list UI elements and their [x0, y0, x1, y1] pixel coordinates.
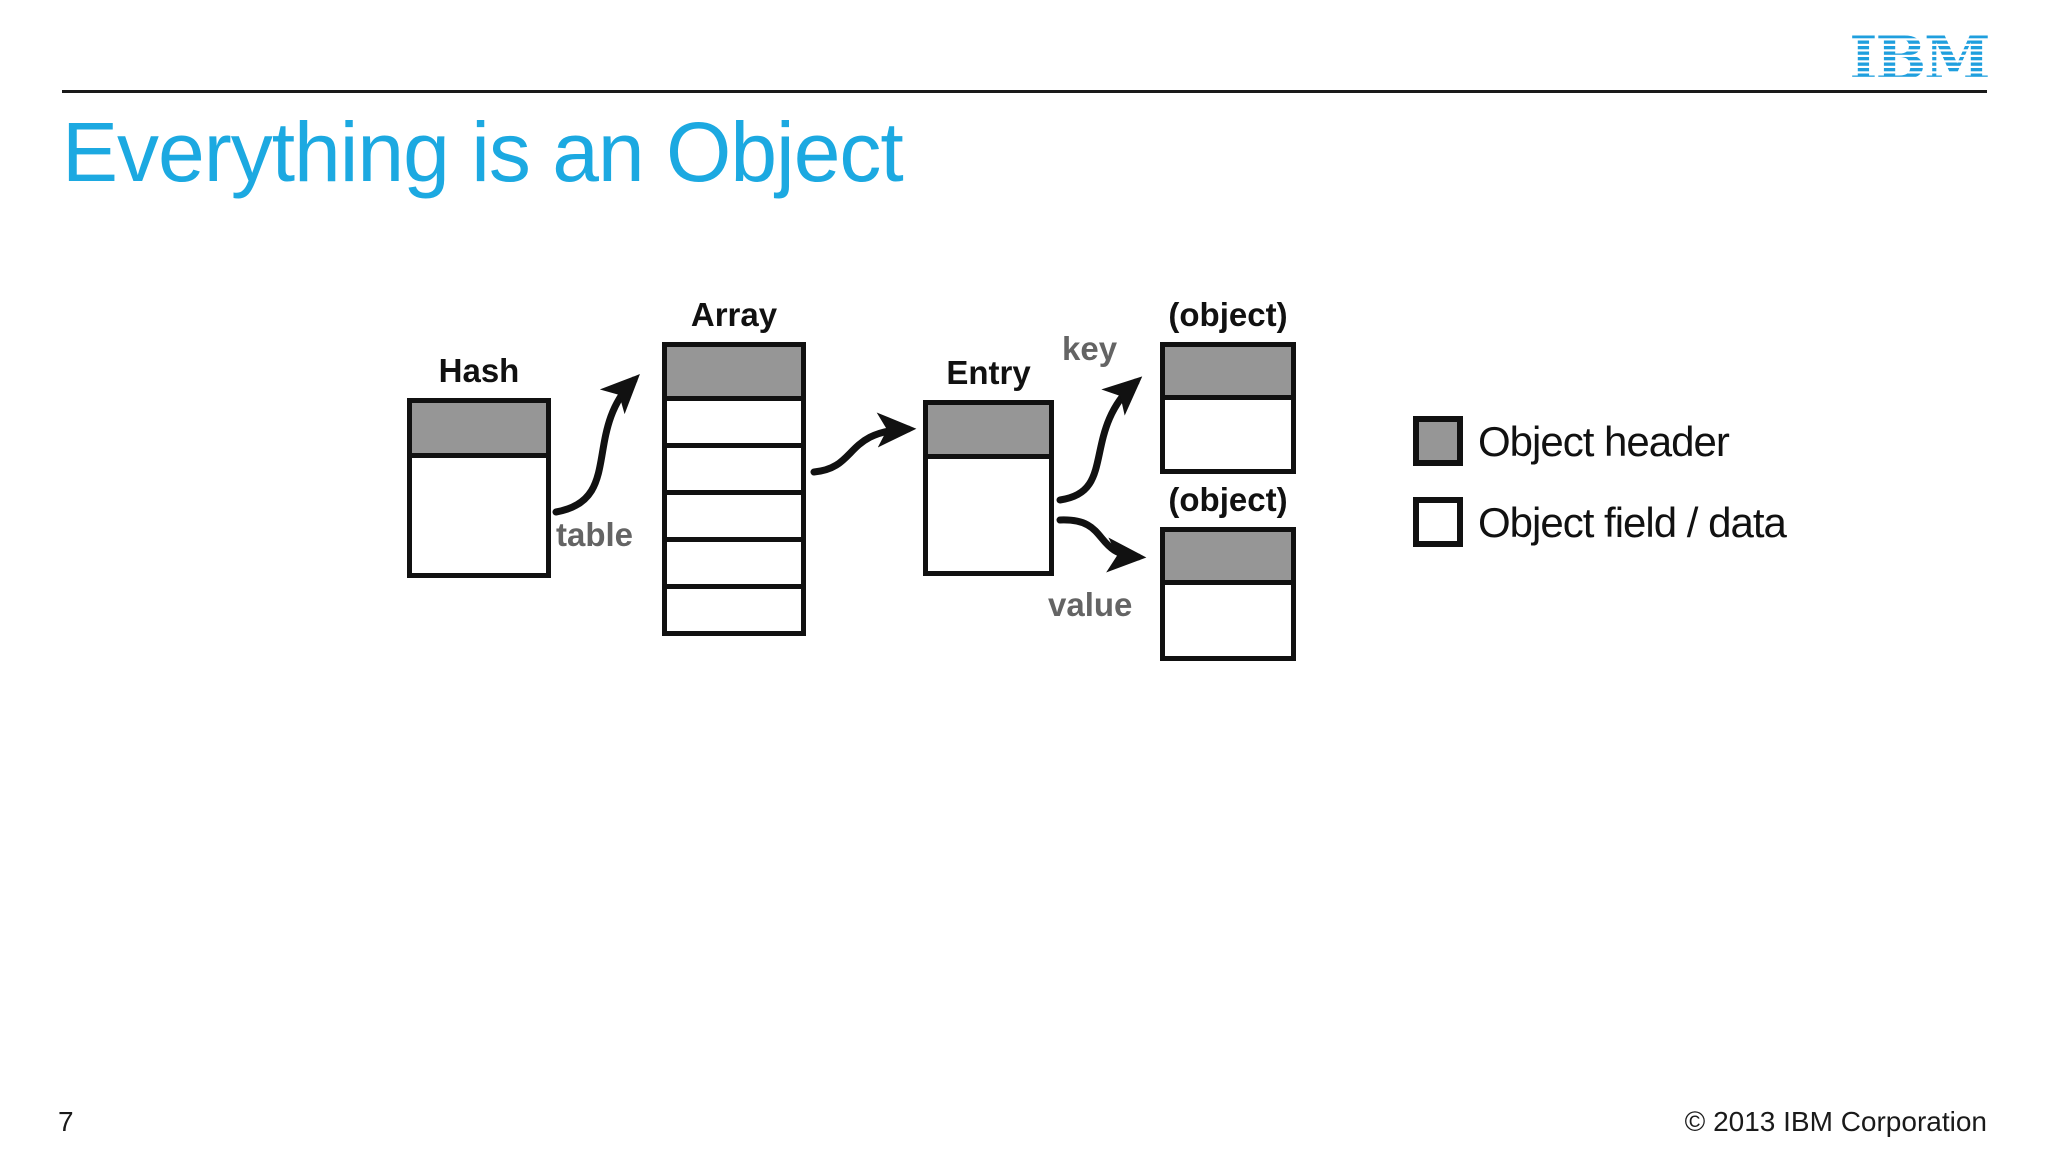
- header-rule: [62, 90, 1987, 93]
- entry-object-field-cell: [928, 459, 1049, 571]
- arrow-table: [552, 374, 640, 516]
- page-title: Everything is an Object: [62, 105, 904, 199]
- entry-box: [923, 400, 1054, 576]
- legend-label-object-field: Object field / data: [1478, 499, 1787, 546]
- arrow-key: [1056, 376, 1143, 504]
- legend-swatch-object-field: [1413, 497, 1463, 547]
- value-object-box: [1160, 527, 1296, 661]
- key-object-field-cell: [1165, 400, 1291, 469]
- key-object-box-label: (object): [1168, 296, 1288, 333]
- value-object-field-cell: [1165, 585, 1291, 656]
- hash-object-header-cell: [412, 403, 546, 458]
- entry-box-label: Entry: [946, 354, 1031, 391]
- value-object-header-cell: [1165, 532, 1291, 585]
- value-object-box-label: (object): [1168, 481, 1288, 518]
- hash-box: [407, 398, 551, 578]
- array-box-label: Array: [690, 296, 778, 333]
- entry-object-header-cell: [928, 405, 1049, 459]
- ibm-logo-icon: IBM: [1849, 32, 1990, 82]
- array-slot: [667, 448, 801, 495]
- page-number: 7: [58, 1106, 74, 1137]
- arrow-array-to-entry: [810, 412, 917, 476]
- legend-label-object-header: Object header: [1478, 418, 1730, 465]
- array-object-header-cell: [667, 347, 801, 401]
- table-arrow-label: table: [556, 516, 634, 553]
- svg-text:IBM: IBM: [1849, 32, 1988, 82]
- copyright-notice: © 2013 IBM Corporation: [1684, 1106, 1987, 1137]
- array-box: [662, 342, 806, 636]
- array-slot: [667, 542, 801, 589]
- hash-box-label: Hash: [438, 352, 520, 389]
- hash-object-field-cell: [412, 458, 546, 573]
- arrow-value: [1056, 516, 1147, 573]
- array-slot: [667, 495, 801, 542]
- key-arrow-label: key: [1062, 330, 1118, 367]
- key-object-box: [1160, 342, 1296, 474]
- key-object-header-cell: [1165, 347, 1291, 400]
- legend-swatch-object-header: [1413, 416, 1463, 466]
- array-slot: [667, 401, 801, 448]
- array-slot: [667, 589, 801, 631]
- value-arrow-label: value: [1048, 586, 1133, 623]
